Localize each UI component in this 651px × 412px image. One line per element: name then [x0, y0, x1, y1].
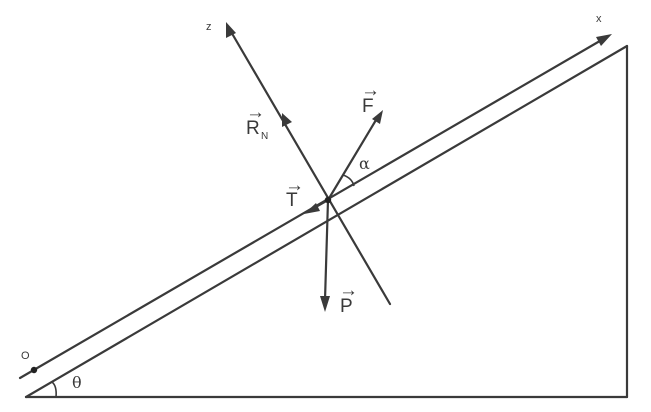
body-point	[324, 196, 332, 204]
x-axis-arrowhead	[596, 34, 612, 46]
tension-T-arrow-symbol: →	[285, 175, 304, 196]
force-F-arrow-symbol: →	[361, 80, 380, 101]
origin-label: O	[21, 350, 30, 362]
angle-theta: θ	[51, 373, 82, 398]
force-F-label: F	[362, 96, 374, 117]
x-axis-label: x	[596, 13, 602, 25]
force-F-vector: → F	[326, 80, 383, 202]
weight-P-label: P	[340, 296, 353, 317]
normal-reaction-subscript: N	[261, 131, 268, 142]
angle-theta-arc	[51, 381, 57, 398]
normal-reaction-label: R	[246, 118, 260, 139]
force-F-arrowhead	[372, 110, 383, 124]
origin: O	[21, 350, 38, 374]
normal-reaction-vector: → R N	[246, 102, 292, 142]
origin-dot	[30, 366, 38, 374]
weight-P-arrow-symbol: →	[339, 280, 358, 301]
angle-theta-label: θ	[72, 373, 82, 392]
angle-alpha-label: α	[359, 154, 370, 173]
tension-T-label: T	[286, 190, 298, 211]
force-F-line	[326, 118, 378, 202]
angle-alpha: α	[342, 154, 370, 187]
normal-reaction-arrow-symbol: →	[246, 102, 265, 123]
weight-P-line	[323, 198, 330, 302]
weight-P-arrowhead	[320, 296, 330, 312]
tension-T-vector: → T	[285, 175, 330, 214]
tension-T-arrowhead	[304, 203, 320, 214]
z-axis-arrowhead	[226, 22, 236, 38]
z-axis: z	[206, 21, 392, 306]
z-axis-label: z	[206, 21, 212, 33]
weight-P-vector: → P	[320, 198, 358, 317]
angle-alpha-arc	[342, 174, 355, 187]
x-axis: x	[18, 13, 612, 380]
z-axis-line	[228, 28, 392, 306]
normal-reaction-arrowhead	[282, 113, 292, 127]
